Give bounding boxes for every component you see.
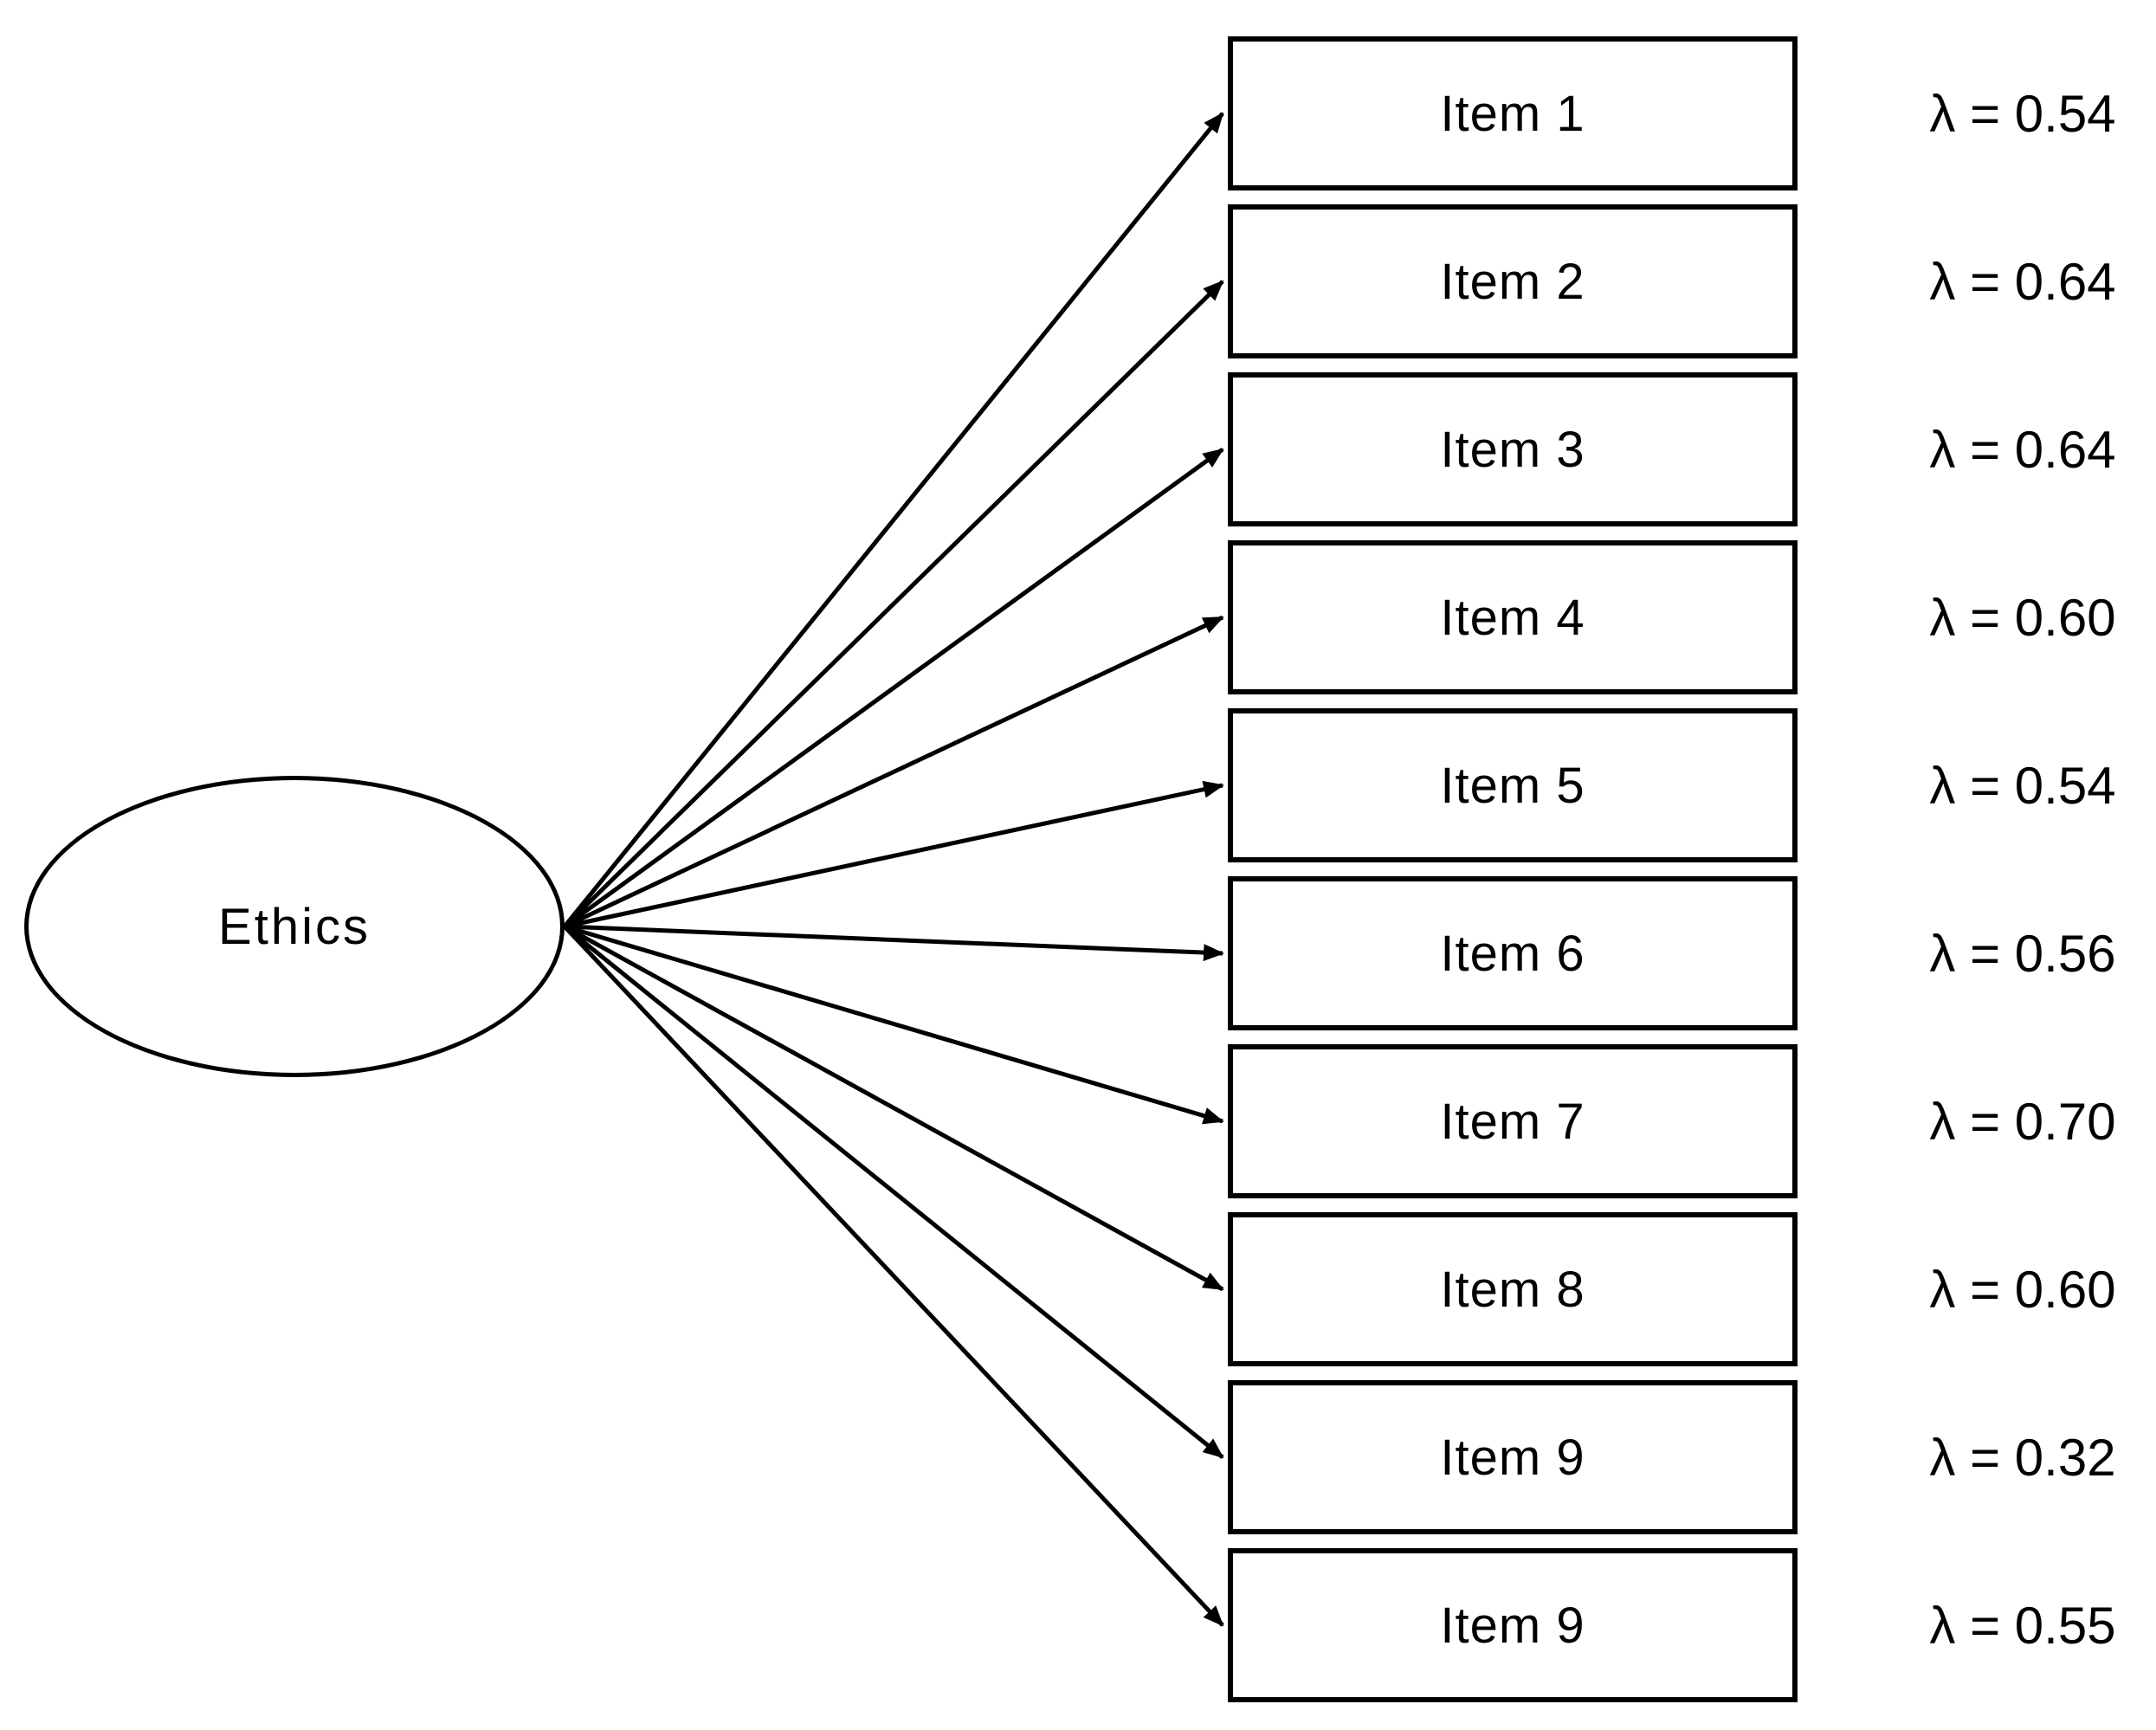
loading-label: λ = 0.64 <box>1929 252 2116 311</box>
item-box: Item 6 <box>1228 876 1798 1030</box>
factor-loading-arrow <box>563 925 1224 1459</box>
loading-label: λ = 0.60 <box>1929 588 2116 647</box>
loading-label: λ = 0.60 <box>1929 1260 2116 1319</box>
loading-label: λ = 0.70 <box>1929 1092 2116 1151</box>
loading-label: λ = 0.56 <box>1929 924 2116 983</box>
item-label: Item 8 <box>1440 1261 1585 1318</box>
loading-label: λ = 0.64 <box>1929 420 2116 479</box>
item-label: Item 9 <box>1440 1597 1585 1654</box>
factor-loading-arrow <box>564 780 1224 929</box>
item-box: Item 9 <box>1228 1548 1798 1702</box>
item-label: Item 1 <box>1440 85 1585 142</box>
item-box: Item 2 <box>1228 204 1798 358</box>
item-label: Item 2 <box>1440 253 1585 310</box>
item-label: Item 6 <box>1440 925 1585 982</box>
item-label: Item 4 <box>1440 589 1585 646</box>
factor-loading-arrow <box>563 924 1224 1292</box>
loading-label: λ = 0.55 <box>1929 1596 2116 1655</box>
item-label: Item 5 <box>1440 757 1585 814</box>
factor-loading-arrow <box>563 112 1224 928</box>
item-box: Item 3 <box>1228 372 1798 526</box>
item-box: Item 9 <box>1228 1380 1798 1534</box>
item-label: Item 3 <box>1440 421 1585 478</box>
item-box: Item 5 <box>1228 708 1798 862</box>
factor-loading-arrow <box>563 280 1224 928</box>
loading-label: λ = 0.54 <box>1929 756 2116 815</box>
factor-loading-arrow <box>563 925 1224 1627</box>
factor-loading-arrow <box>563 615 1224 929</box>
item-box: Item 7 <box>1228 1044 1798 1198</box>
latent-variable-ellipse: Ethics <box>24 776 565 1077</box>
item-label: Item 7 <box>1440 1093 1585 1150</box>
item-box: Item 4 <box>1228 540 1798 694</box>
factor-loading-arrows <box>563 112 1224 1627</box>
item-label: Item 9 <box>1440 1429 1585 1486</box>
latent-variable-label: Ethics <box>218 898 371 955</box>
item-box: Item 1 <box>1228 36 1798 190</box>
loading-label: λ = 0.54 <box>1929 84 2116 143</box>
factor-loading-arrow <box>564 924 1224 1125</box>
factor-loading-arrow <box>564 924 1224 962</box>
factor-loading-arrow <box>563 447 1224 929</box>
item-box: Item 8 <box>1228 1212 1798 1366</box>
loading-label: λ = 0.32 <box>1929 1428 2116 1487</box>
